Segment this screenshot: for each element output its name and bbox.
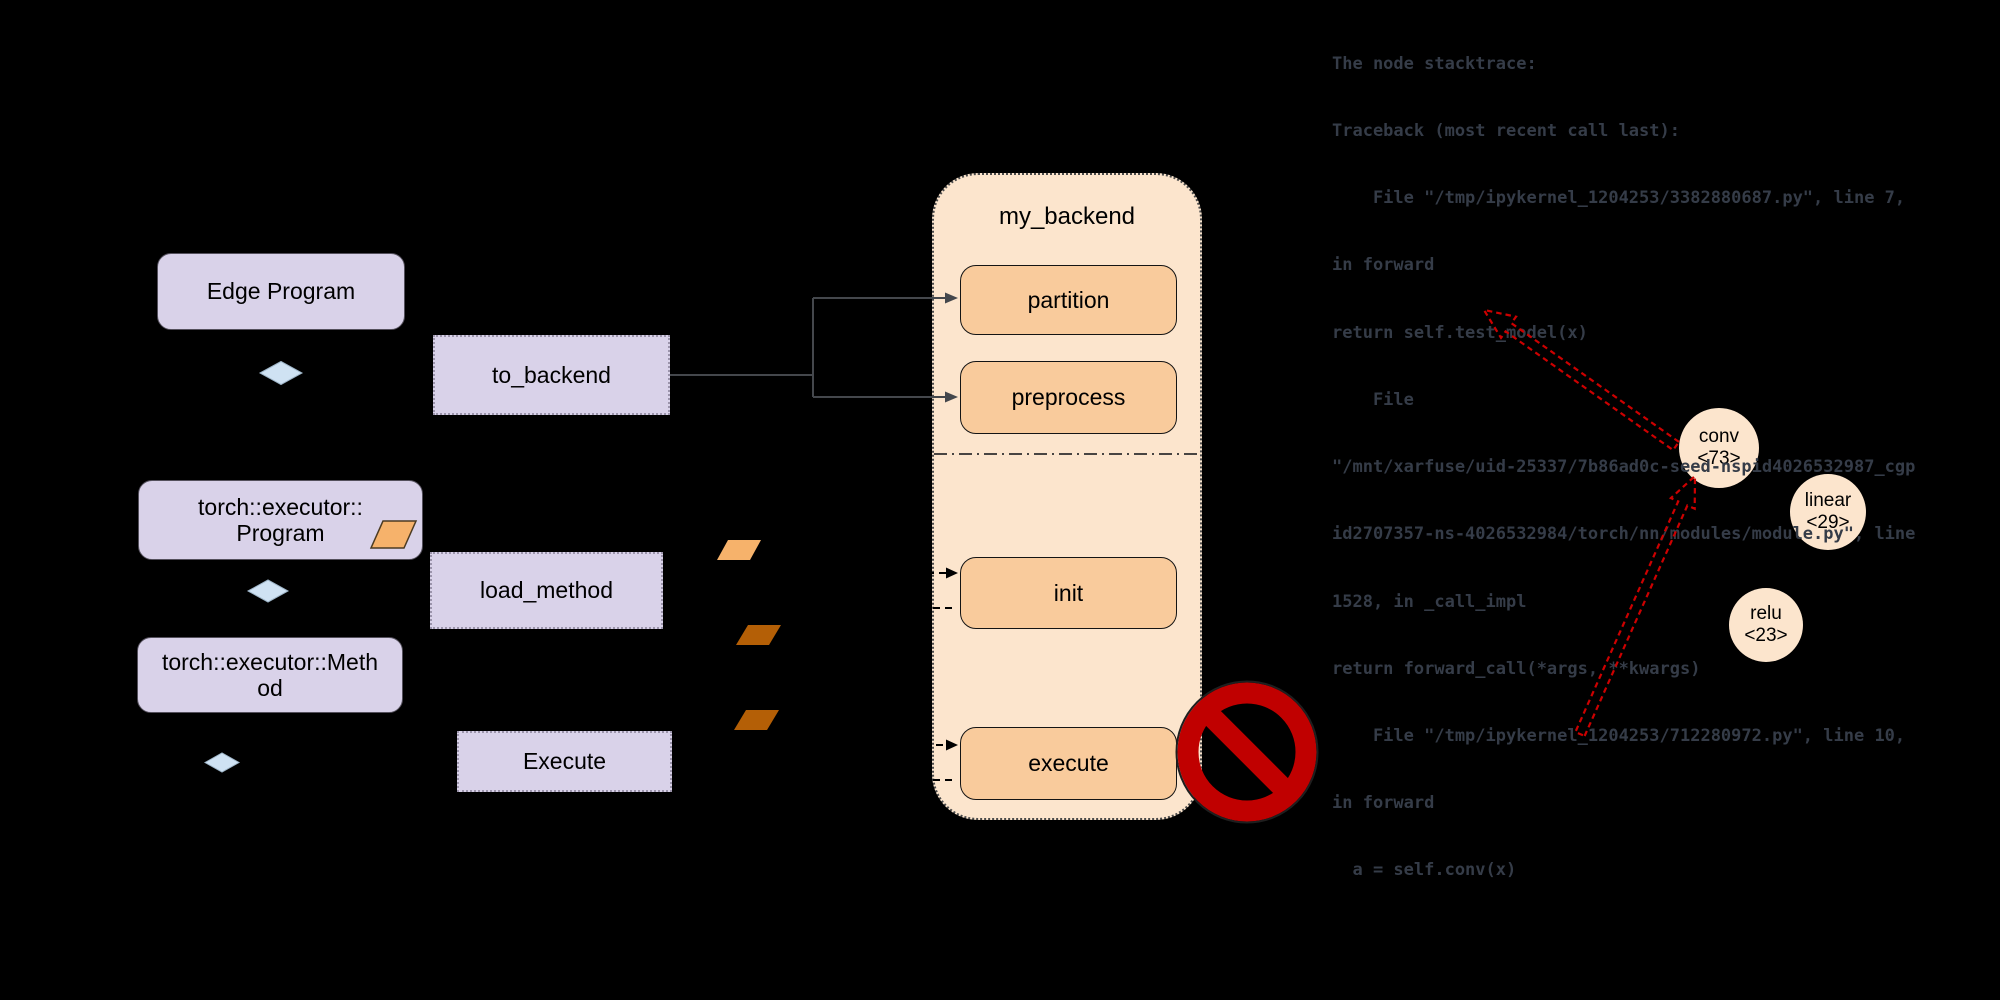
stacktrace-line: File "/tmp/ipykernel_1204253/712280972.p… bbox=[1332, 726, 1906, 746]
executor-method-label-line2: od bbox=[257, 675, 283, 701]
to-backend-label: to_backend bbox=[492, 361, 611, 388]
diamond-icon bbox=[258, 360, 304, 386]
stage-partition: partition bbox=[960, 265, 1177, 335]
to-backend-connector bbox=[670, 297, 946, 398]
my-backend-title: my_backend bbox=[998, 203, 1136, 230]
execute-step-box: Execute bbox=[457, 731, 672, 792]
stage-execute-label: execute bbox=[1028, 750, 1109, 776]
stacktrace-line: File bbox=[1332, 389, 1414, 410]
edge-program-label: Edge Program bbox=[206, 278, 356, 304]
dashed-arrowhead-icon bbox=[663, 567, 958, 786]
parallelogram-icon-dark bbox=[734, 710, 779, 730]
executor-method-label-line1: torch::executor::Meth bbox=[161, 649, 379, 675]
stacktrace-line: "/mnt/xarfuse/uid-25337/7b86ad0c-seed-ns… bbox=[1332, 457, 1916, 478]
stacktrace-line: in forward bbox=[1332, 793, 1435, 814]
edge-program-box: Edge Program bbox=[157, 253, 405, 330]
stacktrace-line: 1528, in _call_impl bbox=[1332, 591, 1527, 612]
dashed-call-connectors bbox=[663, 572, 952, 781]
stacktrace-line: File "/tmp/ipykernel_1204253/3382880687.… bbox=[1332, 188, 1906, 209]
stacktrace-line: return forward_call(*args, **kwargs) bbox=[1332, 658, 1701, 679]
node-conv-name: conv bbox=[1698, 426, 1740, 447]
stacktrace-line: a = self.conv(x) bbox=[1332, 860, 1517, 881]
executor-method-box: torch::executor::Meth od bbox=[137, 637, 403, 713]
node-relu-name: relu bbox=[1750, 603, 1782, 624]
stage-preprocess: preprocess bbox=[960, 361, 1177, 434]
parallelogram-icon-dark bbox=[736, 625, 781, 645]
stacktrace-line: Traceback (most recent call last): bbox=[1332, 121, 1680, 142]
node-stacktrace-text: The node stacktrace: Traceback (most rec… bbox=[1332, 8, 1962, 927]
stacktrace-line: return self.test_model(x) bbox=[1332, 322, 1588, 343]
load-method-label: load_method bbox=[480, 577, 613, 603]
load-method-box: load_method bbox=[430, 552, 663, 629]
my-backend-container: my_backend partition preprocess init exe… bbox=[932, 173, 1202, 820]
execute-step-label: Execute bbox=[522, 748, 607, 774]
diamond-icon bbox=[246, 579, 290, 603]
executor-program-box: torch::executor:: Program bbox=[138, 480, 423, 560]
node-relu-id: <23> bbox=[1744, 625, 1788, 646]
diamond-icon bbox=[203, 752, 241, 773]
node-linear-id: <29> bbox=[1806, 512, 1850, 533]
stacktrace-line: The node stacktrace: bbox=[1332, 53, 1537, 74]
stage-preprocess-label: preprocess bbox=[1011, 384, 1126, 410]
node-relu: relu <23> bbox=[1729, 588, 1803, 662]
stage-execute: execute bbox=[960, 727, 1177, 800]
executor-program-label-line2: Program bbox=[236, 520, 325, 546]
stage-init: init bbox=[960, 557, 1177, 629]
node-conv-id: <73> bbox=[1697, 448, 1741, 469]
node-linear: linear <29> bbox=[1790, 474, 1866, 550]
stage-partition-label: partition bbox=[1027, 286, 1110, 313]
node-linear-name: linear bbox=[1804, 490, 1852, 511]
stage-init-label: init bbox=[1053, 579, 1084, 606]
executor-program-label-line1: torch::executor:: bbox=[198, 494, 363, 520]
parallelogram-icon-light bbox=[717, 540, 761, 560]
stacktrace-line: in forward bbox=[1332, 255, 1435, 276]
to-backend-box: to_backend bbox=[433, 335, 670, 415]
stacktrace-line: id2707357-ns-4026532984/torch/nn/modules… bbox=[1332, 524, 1916, 545]
